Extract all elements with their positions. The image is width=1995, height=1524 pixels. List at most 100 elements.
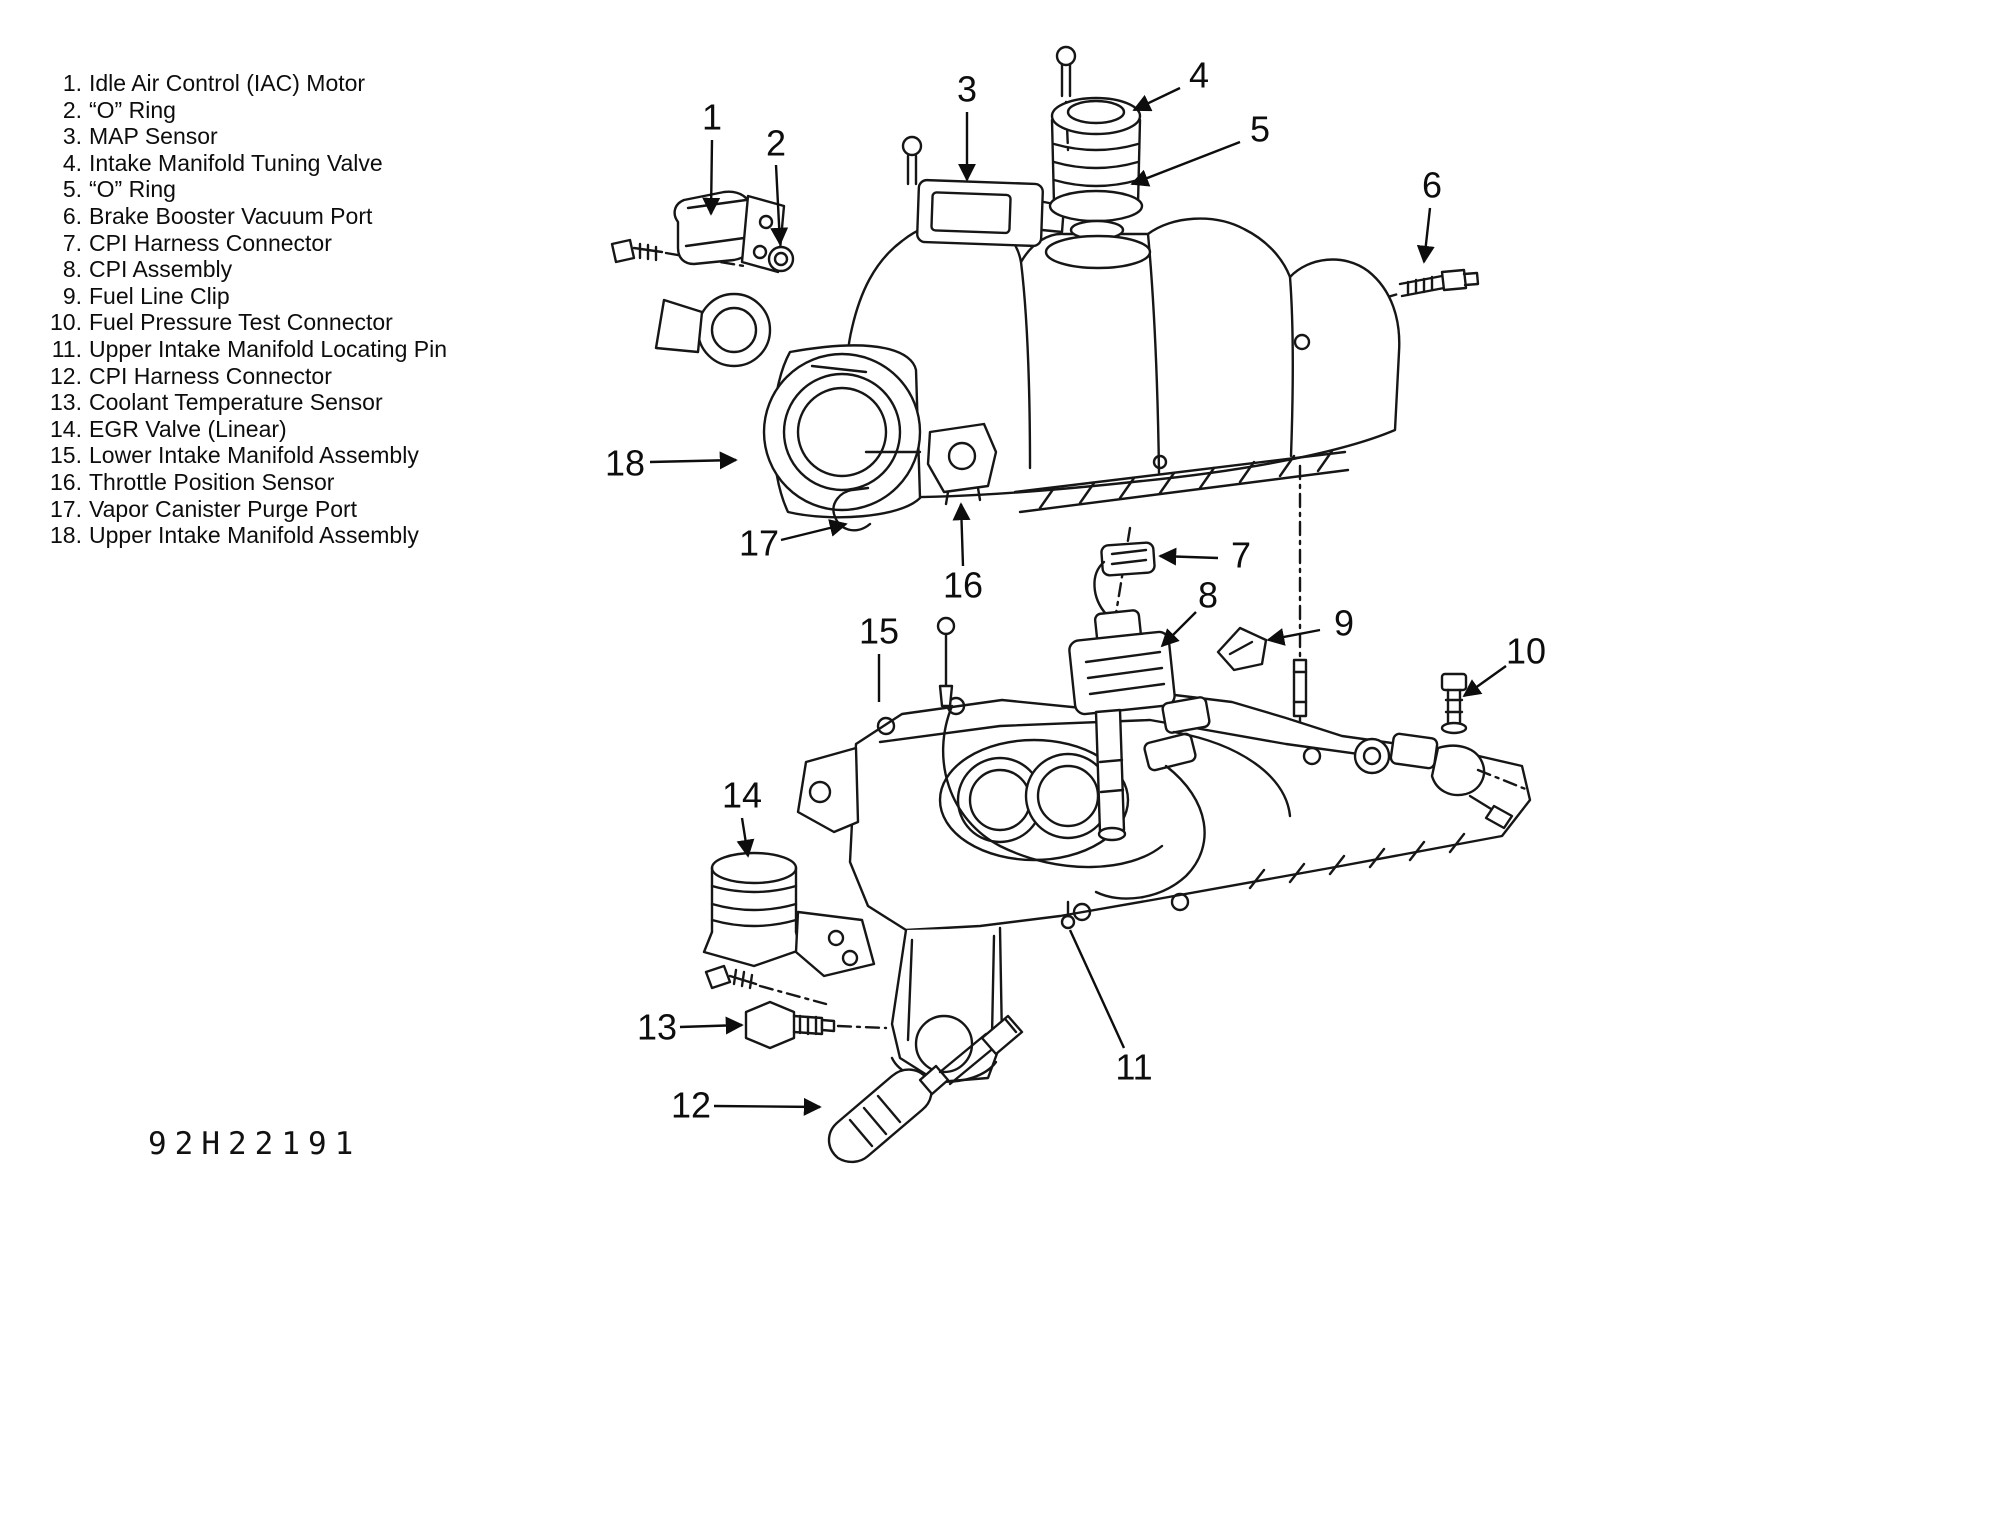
callout-number: 7 <box>1231 535 1251 576</box>
legend-label: Fuel Line Clip <box>89 282 230 309</box>
stud <box>1292 658 1308 718</box>
callout-leader-line <box>1158 547 1219 566</box>
legend-item: 13. Coolant Temperature Sensor <box>40 389 447 416</box>
injector-wire-sensor <box>936 616 956 708</box>
callout-3: 3 <box>957 69 977 182</box>
o-ring-upper <box>767 245 795 273</box>
lower-intake-manifold-assembly <box>702 609 1532 1164</box>
legend-number: 16. <box>50 468 82 495</box>
callout-6: 6 <box>1416 165 1442 264</box>
gasket-hatch <box>1248 832 1466 890</box>
callout-4: 4 <box>1132 55 1209 112</box>
legend-number: 10. <box>50 309 82 336</box>
callout-9: 9 <box>1266 603 1354 646</box>
callout-number: 4 <box>1189 55 1209 96</box>
legend-label: Upper Intake Manifold Assembly <box>89 522 419 549</box>
legend-label: EGR Valve (Linear) <box>89 415 287 442</box>
coolant-temp-sensor <box>744 1000 888 1050</box>
legend-number: 17. <box>50 495 82 522</box>
iac-motor <box>673 190 786 274</box>
legend-number: 3. <box>62 123 82 150</box>
legend-number: 6. <box>62 202 82 229</box>
callout-leader-line <box>736 817 755 858</box>
legend-label: CPI Harness Connector <box>89 362 332 389</box>
egr-valve <box>702 851 876 978</box>
callout-number: 17 <box>739 523 779 564</box>
callout-number: 6 <box>1422 165 1442 206</box>
sensor-unit <box>654 292 772 368</box>
map-sensor <box>916 178 1066 248</box>
callout-leader-line <box>952 502 971 567</box>
callout-13: 13 <box>637 1007 744 1048</box>
callout-number: 15 <box>859 611 899 652</box>
callout-leader-line <box>649 451 738 470</box>
legend-label: Idle Air Control (IAC) Motor <box>89 70 366 96</box>
fuel-pressure-test-connector <box>1440 672 1468 735</box>
legend-label: Throttle Position Sensor <box>89 468 335 495</box>
legend-number: 7. <box>62 229 82 256</box>
legend-number: 2. <box>62 96 82 123</box>
legend-item: 4. Intake Manifold Tuning Valve <box>40 150 447 177</box>
legend-number: 13. <box>50 389 82 416</box>
callout-11: 11 <box>1068 929 1153 1088</box>
legend-item: 5.“O” Ring <box>40 176 447 203</box>
callout-15: 15 <box>859 611 899 702</box>
callout-number: 3 <box>957 69 977 110</box>
vacuum-port-fitting <box>1398 268 1480 298</box>
callout-14: 14 <box>722 775 762 858</box>
callout-leader-line <box>702 139 721 216</box>
water-neck <box>890 926 1004 1084</box>
callout-number: 5 <box>1250 109 1270 150</box>
callout-leader-line <box>770 164 789 246</box>
legend-number: 18. <box>50 522 82 549</box>
cpi-harness-connector-lower <box>827 1014 1024 1164</box>
callout-leader-line <box>1266 628 1321 646</box>
legend-item: 1. Idle Air Control (IAC) Motor <box>40 70 447 97</box>
legend-item: 6. Brake Booster Vacuum Port <box>40 203 447 230</box>
throttle-position-sensor <box>926 422 998 506</box>
upper-manifold-gasket <box>1013 449 1350 514</box>
callout-10: 10 <box>1462 631 1546 698</box>
callout-leader-line <box>679 1016 744 1035</box>
callout-leader-line <box>713 1097 822 1116</box>
figure-code: 92H22191 <box>148 1126 362 1162</box>
legend-number: 14. <box>50 415 82 442</box>
legend-number: 5. <box>62 176 82 203</box>
legend-label: CPI Harness Connector <box>89 229 332 256</box>
cpi-harness-connector-upper <box>1093 541 1156 616</box>
legend-label: Coolant Temperature Sensor <box>89 389 383 416</box>
legend-number: 4. <box>62 149 82 176</box>
legend-label: Intake Manifold Tuning Valve <box>89 149 383 176</box>
legend-item: 3. MAP Sensor <box>40 123 447 150</box>
legend-item: 10.Fuel Pressure Test Connector <box>40 309 447 336</box>
callout-7: 7 <box>1158 535 1251 576</box>
legend-item: 7. CPI Harness Connector <box>40 230 447 257</box>
purge-port <box>832 486 872 532</box>
legend-item: 15.Lower Intake Manifold Assembly <box>40 442 447 469</box>
legend-item: 2.“O” Ring <box>40 97 447 124</box>
callout-16: 16 <box>943 502 983 606</box>
callout-number: 18 <box>605 443 645 484</box>
legend-number: 9. <box>62 282 82 309</box>
callout-number: 10 <box>1506 631 1546 672</box>
callout-leader-line <box>1160 611 1197 648</box>
manifold-tuning-valve <box>1044 45 1152 270</box>
legend-item: 18. Upper Intake Manifold Assembly <box>40 522 447 549</box>
callout-2: 2 <box>766 123 789 246</box>
legend-number: 1. <box>62 70 82 96</box>
callout-number: 14 <box>722 775 762 816</box>
legend-item: 16. Throttle Position Sensor <box>40 469 447 496</box>
legend-label: Vapor Canister Purge Port <box>89 495 358 522</box>
legend-label: Brake Booster Vacuum Port <box>89 202 373 229</box>
legend-item: 8.CPI Assembly <box>40 256 447 283</box>
callout-8: 8 <box>1160 575 1218 648</box>
callout-number: 11 <box>1115 1047 1152 1088</box>
callout-leader-line <box>1416 207 1435 264</box>
callout-1: 1 <box>702 97 722 216</box>
legend-label: MAP Sensor <box>89 123 218 150</box>
upper-intake-manifold-assembly <box>610 45 1480 848</box>
legend-number: 15. <box>50 442 82 469</box>
